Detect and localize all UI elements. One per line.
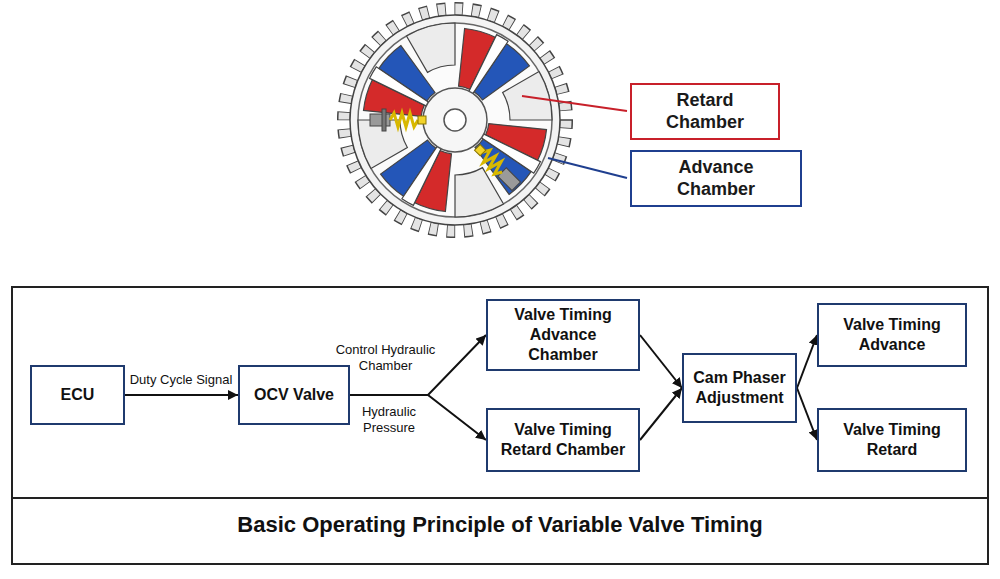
process-box: Valve Timing Retard [817,408,967,472]
process-box: Valve Timing Advance Chamber [486,299,640,371]
rotor [423,88,487,152]
node-label: Valve Timing Advance [825,315,959,355]
node-label: Cam Phaser Adjustment [690,368,789,408]
node-label: Valve Timing Retard [825,420,959,460]
edge-label-holder: Control Hydraulic Chamber [328,342,443,375]
housing [358,23,552,217]
rotor-vane [402,145,442,206]
edge-label-holder: Hydraulic Pressure [350,404,428,437]
process-box: Valve Timing Retard Chamber [486,408,640,472]
pin-tip [474,144,485,155]
panel-divider [12,497,988,499]
flow-arrow [640,388,682,440]
process-box: Valve Timing Advance [817,303,967,367]
pin-spring [390,113,418,127]
gear-body [350,15,560,225]
edge-label: Hydraulic Pressure [362,404,416,435]
node-label: Valve Timing Advance Chamber [494,305,632,365]
flow-arrow [350,395,486,440]
rotor-vane [370,67,431,107]
hub [444,109,466,131]
flow-arrow [797,388,817,440]
process-box: Cam Phaser Adjustment [682,353,797,423]
node-label: Retard Chamber [640,89,770,134]
edge-label-holder: Duty Cycle Signal [121,372,241,388]
phaser-gear [344,9,566,231]
callout-box: Retard Chamber [630,83,780,140]
chamber-group [358,23,552,217]
lock-pin-left [370,109,426,131]
rotor-vane [468,35,508,96]
pin-head [382,109,386,131]
leader-line [522,96,627,111]
node-label: ECU [61,385,95,405]
gear-teeth-outline [344,9,566,231]
pin-body [370,114,390,126]
process-box: ECU [30,365,125,425]
edge-label: Duty Cycle Signal [130,372,233,387]
diagram-title: Basic Operating Principle of Variable Va… [0,512,1000,538]
node-label: Advance Chamber [640,156,792,201]
edge-label: Control Hydraulic Chamber [336,342,436,373]
node-label: OCV Valve [254,385,334,405]
process-box: OCV Valve [238,365,350,425]
pin-tip [418,116,426,124]
flow-arrow [640,335,682,388]
node-label: Valve Timing Retard Chamber [494,420,632,460]
flow-arrow [125,394,238,396]
leader-line [548,158,627,178]
callout-box: Advance Chamber [630,150,802,207]
lock-pin-right [472,142,521,191]
gear-teeth [344,9,566,231]
flow-arrow [797,335,817,388]
